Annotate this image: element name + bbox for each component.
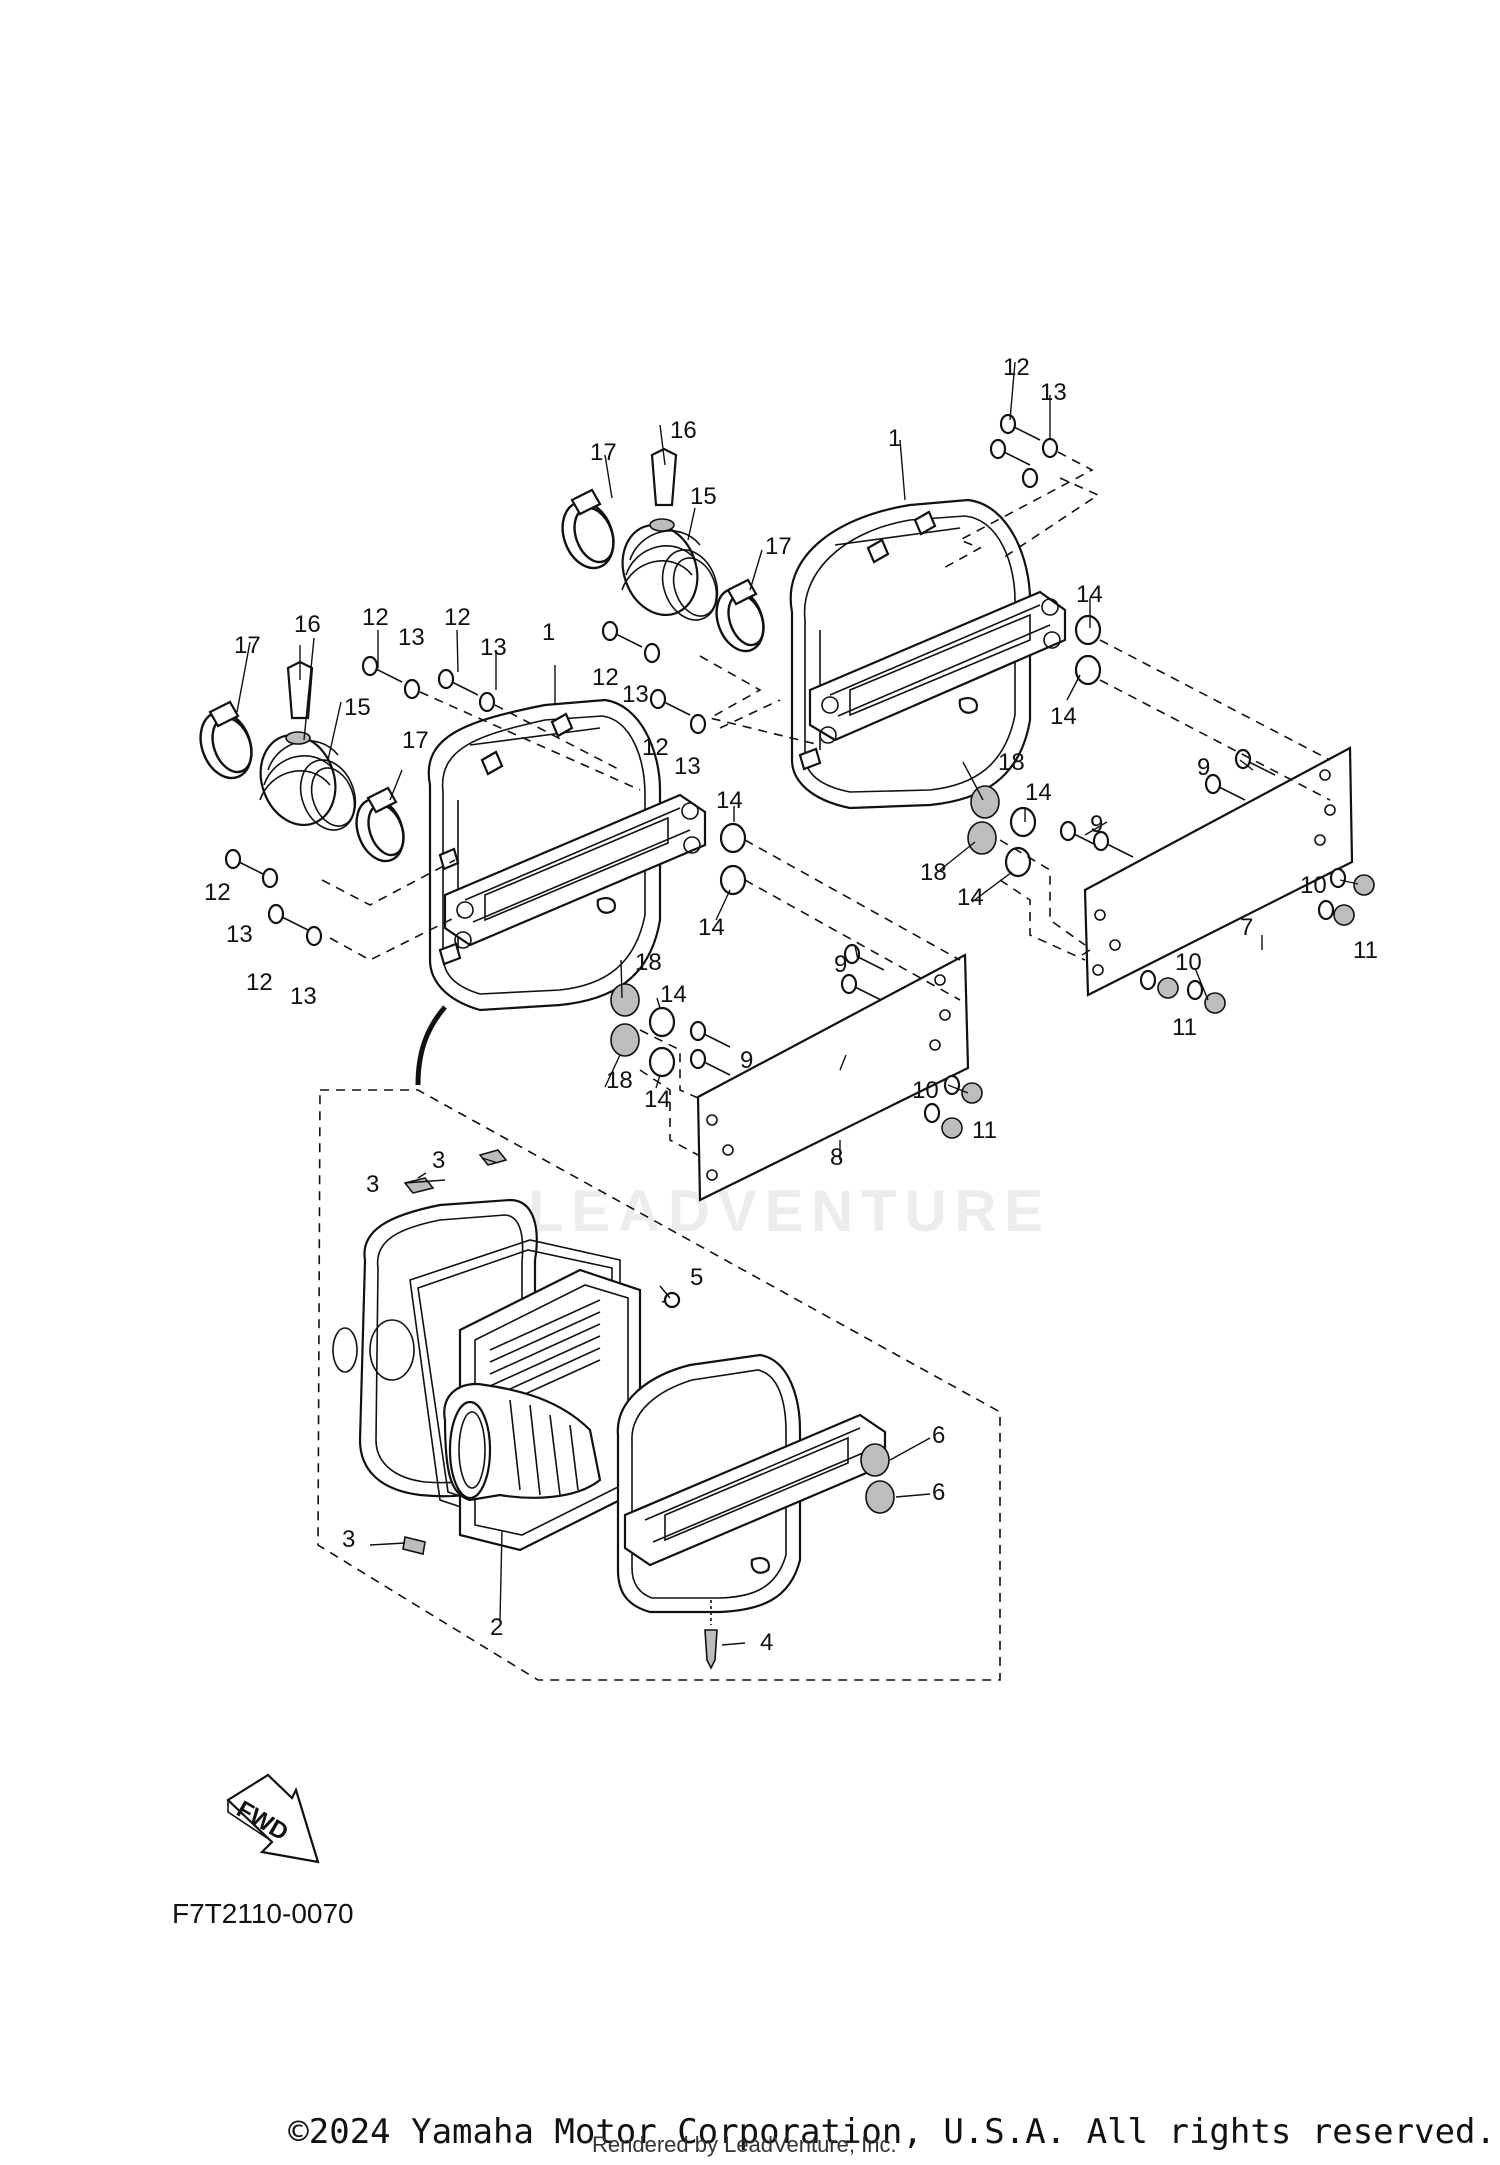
callout-6: 6 xyxy=(932,1422,945,1449)
bracket-plate-8 xyxy=(696,953,970,1202)
rendered-by: Rendered by LeadVenture, Inc. xyxy=(592,2132,897,2157)
callout-17: 17 xyxy=(402,727,429,754)
callout-13: 13 xyxy=(622,681,649,708)
air-box-flange-left xyxy=(443,793,707,947)
callout-1: 1 xyxy=(542,619,555,646)
callout-12: 12 xyxy=(642,734,669,761)
callout-10: 10 xyxy=(1175,949,1202,976)
exploded-view xyxy=(332,1149,895,1670)
callout-13: 13 xyxy=(398,624,425,651)
callout-13: 13 xyxy=(480,634,507,661)
fwd-arrow-icon: FWD xyxy=(226,1773,320,1864)
callout-12: 12 xyxy=(246,969,273,996)
callout-7: 7 xyxy=(1240,914,1253,941)
callout-9: 9 xyxy=(1090,811,1103,838)
leader-lines xyxy=(236,361,1359,1646)
callout-11: 11 xyxy=(1353,937,1378,964)
drain-4 xyxy=(704,1629,718,1670)
callout-18: 18 xyxy=(635,949,662,976)
callout-13: 13 xyxy=(290,983,317,1010)
callout-14: 14 xyxy=(1050,703,1077,730)
fasteners xyxy=(224,413,1375,1139)
callout-3: 3 xyxy=(432,1147,445,1174)
callout-16: 16 xyxy=(294,611,321,638)
callout-12: 12 xyxy=(1003,354,1030,381)
callout-10: 10 xyxy=(1300,872,1327,899)
callout-16: 16 xyxy=(670,417,697,444)
callout-18: 18 xyxy=(606,1067,633,1094)
callout-13: 13 xyxy=(1040,379,1067,406)
detail-frame xyxy=(317,1089,1001,1681)
callout-11: 11 xyxy=(1172,1014,1197,1041)
callout-14: 14 xyxy=(1076,581,1103,608)
callout-11: 11 xyxy=(972,1117,997,1144)
callout-6: 6 xyxy=(932,1479,945,1506)
callout-5: 5 xyxy=(690,1264,703,1291)
callout-12: 12 xyxy=(592,664,619,691)
callout-17: 17 xyxy=(590,439,617,466)
callout-2: 2 xyxy=(490,1614,503,1641)
callout-13: 13 xyxy=(674,753,701,780)
assembly-lines xyxy=(321,451,1331,1156)
callout-15: 15 xyxy=(690,483,717,510)
callout-14: 14 xyxy=(716,787,743,814)
callout-9: 9 xyxy=(740,1047,753,1074)
callout-14: 14 xyxy=(1025,779,1052,806)
joint-15-rear xyxy=(621,523,719,621)
callout-12: 12 xyxy=(444,604,471,631)
callout-8: 8 xyxy=(830,1144,843,1171)
callout-labels: 1 1 2 3 3 3 3 4 5 6 6 7 8 9 9 9 9 10 10 … xyxy=(204,354,1378,1656)
callout-1: 1 xyxy=(888,425,901,452)
copyright-notice: ©2024 Yamaha Motor Corporation, U.S.A. A… xyxy=(288,2112,1496,2152)
callout-3: 3 xyxy=(342,1526,355,1553)
figure-code: F7T2110-0070 xyxy=(172,1898,354,1929)
air-box-assembly-right xyxy=(561,447,1067,810)
callout-12: 12 xyxy=(362,604,389,631)
breather-16-rear xyxy=(650,447,678,507)
callout-9: 9 xyxy=(834,951,847,978)
callout-10: 10 xyxy=(912,1077,939,1104)
callout-17: 17 xyxy=(234,632,261,659)
callout-17: 17 xyxy=(765,533,792,560)
callout-14: 14 xyxy=(644,1086,671,1113)
breather-16-front xyxy=(286,660,314,720)
callout-13: 13 xyxy=(226,921,253,948)
callout-18: 18 xyxy=(998,749,1025,776)
watermark: LEADVENTURE xyxy=(528,1179,1052,1244)
bracket-plate-7 xyxy=(1083,746,1354,997)
detail-pointer xyxy=(415,1005,447,1086)
callout-3: 3 xyxy=(366,1171,379,1198)
callout-18: 18 xyxy=(920,859,947,886)
callout-12: 12 xyxy=(204,879,231,906)
callout-14: 14 xyxy=(957,884,984,911)
callout-14: 14 xyxy=(698,914,725,941)
callout-4: 4 xyxy=(760,1629,773,1656)
callout-14: 14 xyxy=(660,981,687,1008)
joint-15-front xyxy=(259,733,357,831)
callout-15: 15 xyxy=(344,694,371,721)
air-box-assembly-left xyxy=(199,660,707,1012)
air-box-flange-right xyxy=(808,590,1067,742)
callout-9: 9 xyxy=(1197,754,1210,781)
